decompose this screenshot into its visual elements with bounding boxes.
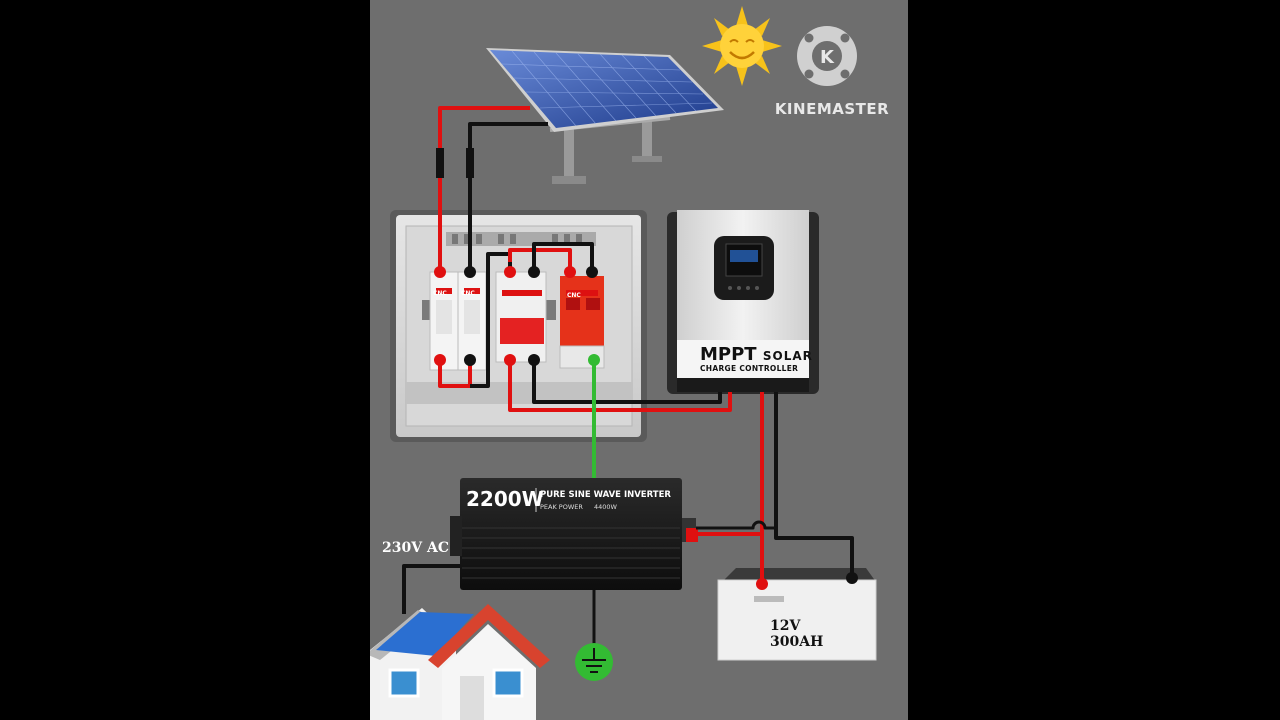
ac-output-wire: [402, 564, 460, 614]
terminals: [434, 266, 600, 366]
controller-to-battery-negative: [774, 392, 854, 578]
inverter-peak-label: PEAK POWER: [540, 503, 583, 511]
inverter-type-label: PURE SINE WAVE INVERTER: [540, 490, 671, 500]
diagram-canvas: K: [370, 0, 908, 720]
inverter: [450, 478, 698, 590]
mppt-title: MPPT SOLAR: [700, 344, 813, 365]
combiner-box: [390, 210, 647, 442]
breaker-brand-label: CNC: [461, 290, 475, 297]
battery-label: 12V 300AH: [770, 618, 824, 650]
inverter-power-label: 2200W: [466, 487, 544, 511]
ac-output-label: 230V AC: [382, 540, 449, 556]
svg-text:K: K: [820, 47, 835, 68]
pv-to-controller-negative: [532, 362, 722, 404]
pv-positive-wire: [438, 106, 530, 272]
house-icon: [370, 604, 550, 720]
mppt-subtitle-line2: CHARGE CONTROLLER: [700, 364, 799, 373]
ground-symbol-icon: [575, 643, 613, 681]
pv-to-controller-positive: [508, 362, 732, 412]
kinemaster-logo-icon: K: [797, 26, 857, 86]
mppt-subtitle: SOLAR: [762, 349, 813, 363]
breaker-brand-label: CNC: [433, 290, 447, 297]
inverter-peak-value: 4400W: [594, 503, 617, 511]
mppt-charge-controller: [667, 210, 819, 394]
wiring: [402, 106, 854, 644]
kinemaster-wordmark: KINEMASTER: [774, 100, 890, 118]
pv-negative-wire: [468, 122, 548, 272]
wiring-diagram: K: [370, 6, 877, 720]
breaker-brand-label: CNC: [567, 292, 581, 299]
sun-icon: [702, 6, 782, 86]
solar-panel-icon: [486, 48, 724, 184]
mppt-title-text: MPPT: [700, 344, 757, 365]
